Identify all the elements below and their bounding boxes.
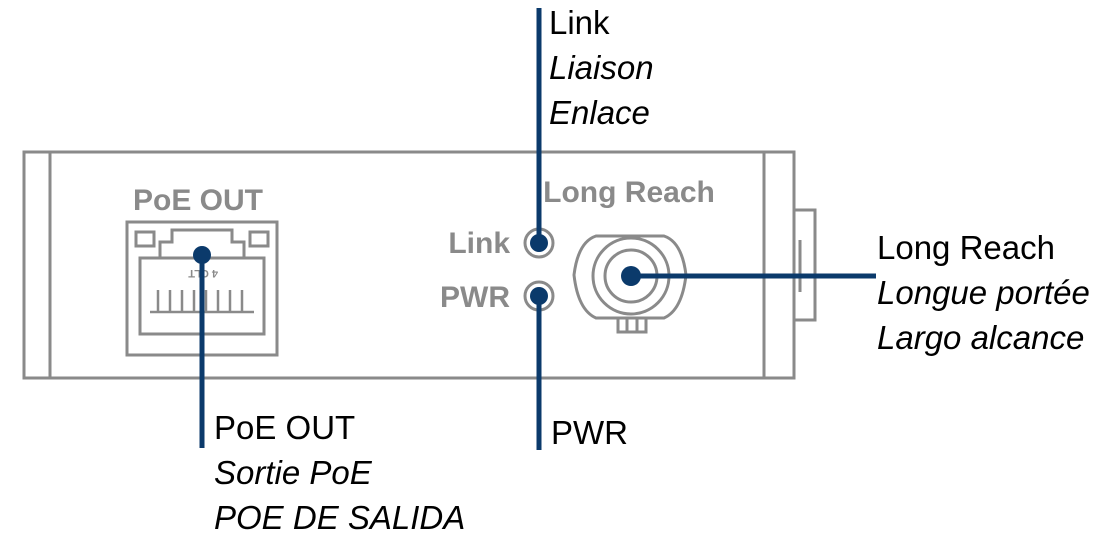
leader-lines (199, 8, 876, 450)
port-led-left (134, 230, 156, 248)
device-outline (22, 150, 796, 380)
pwr-callout-en: PWR (551, 414, 628, 451)
long-reach-callout-fr: Longue portée (877, 274, 1090, 311)
poe-out-panel-label: PoE OUT (133, 184, 263, 217)
link-callout-en: Link (549, 4, 610, 41)
side-tab (794, 208, 817, 322)
port-latch (140, 228, 264, 260)
long-reach-callout-en: Long Reach (877, 229, 1055, 266)
poe-out-callout: PoE OUT Sortie PoE POE DE SALIDA (214, 405, 465, 540)
poe-out-callout-en: PoE OUT (214, 409, 356, 446)
long-reach-callout-es: Largo alcance (877, 319, 1085, 356)
port-led-right (248, 230, 270, 248)
long-reach-callout: Long Reach Longue portée Largo alcance (877, 225, 1090, 360)
link-callout: Link Liaison Enlace (549, 0, 654, 135)
pwr-callout: PWR (551, 410, 628, 455)
poe-out-marker (193, 246, 211, 264)
link-led-panel-label: Link (448, 227, 510, 260)
connector-body (572, 234, 688, 320)
link-callout-fr: Liaison (549, 49, 654, 86)
connector-base (616, 316, 648, 334)
poe-out-callout-fr: Sortie PoE (214, 454, 372, 491)
device-body (22, 150, 817, 380)
link-callout-es: Enlace (549, 94, 650, 131)
pwr-led-panel-label: PWR (440, 281, 510, 314)
poe-out-callout-es: POE DE SALIDA (214, 499, 466, 536)
long-reach-panel-label: Long Reach (543, 176, 715, 209)
